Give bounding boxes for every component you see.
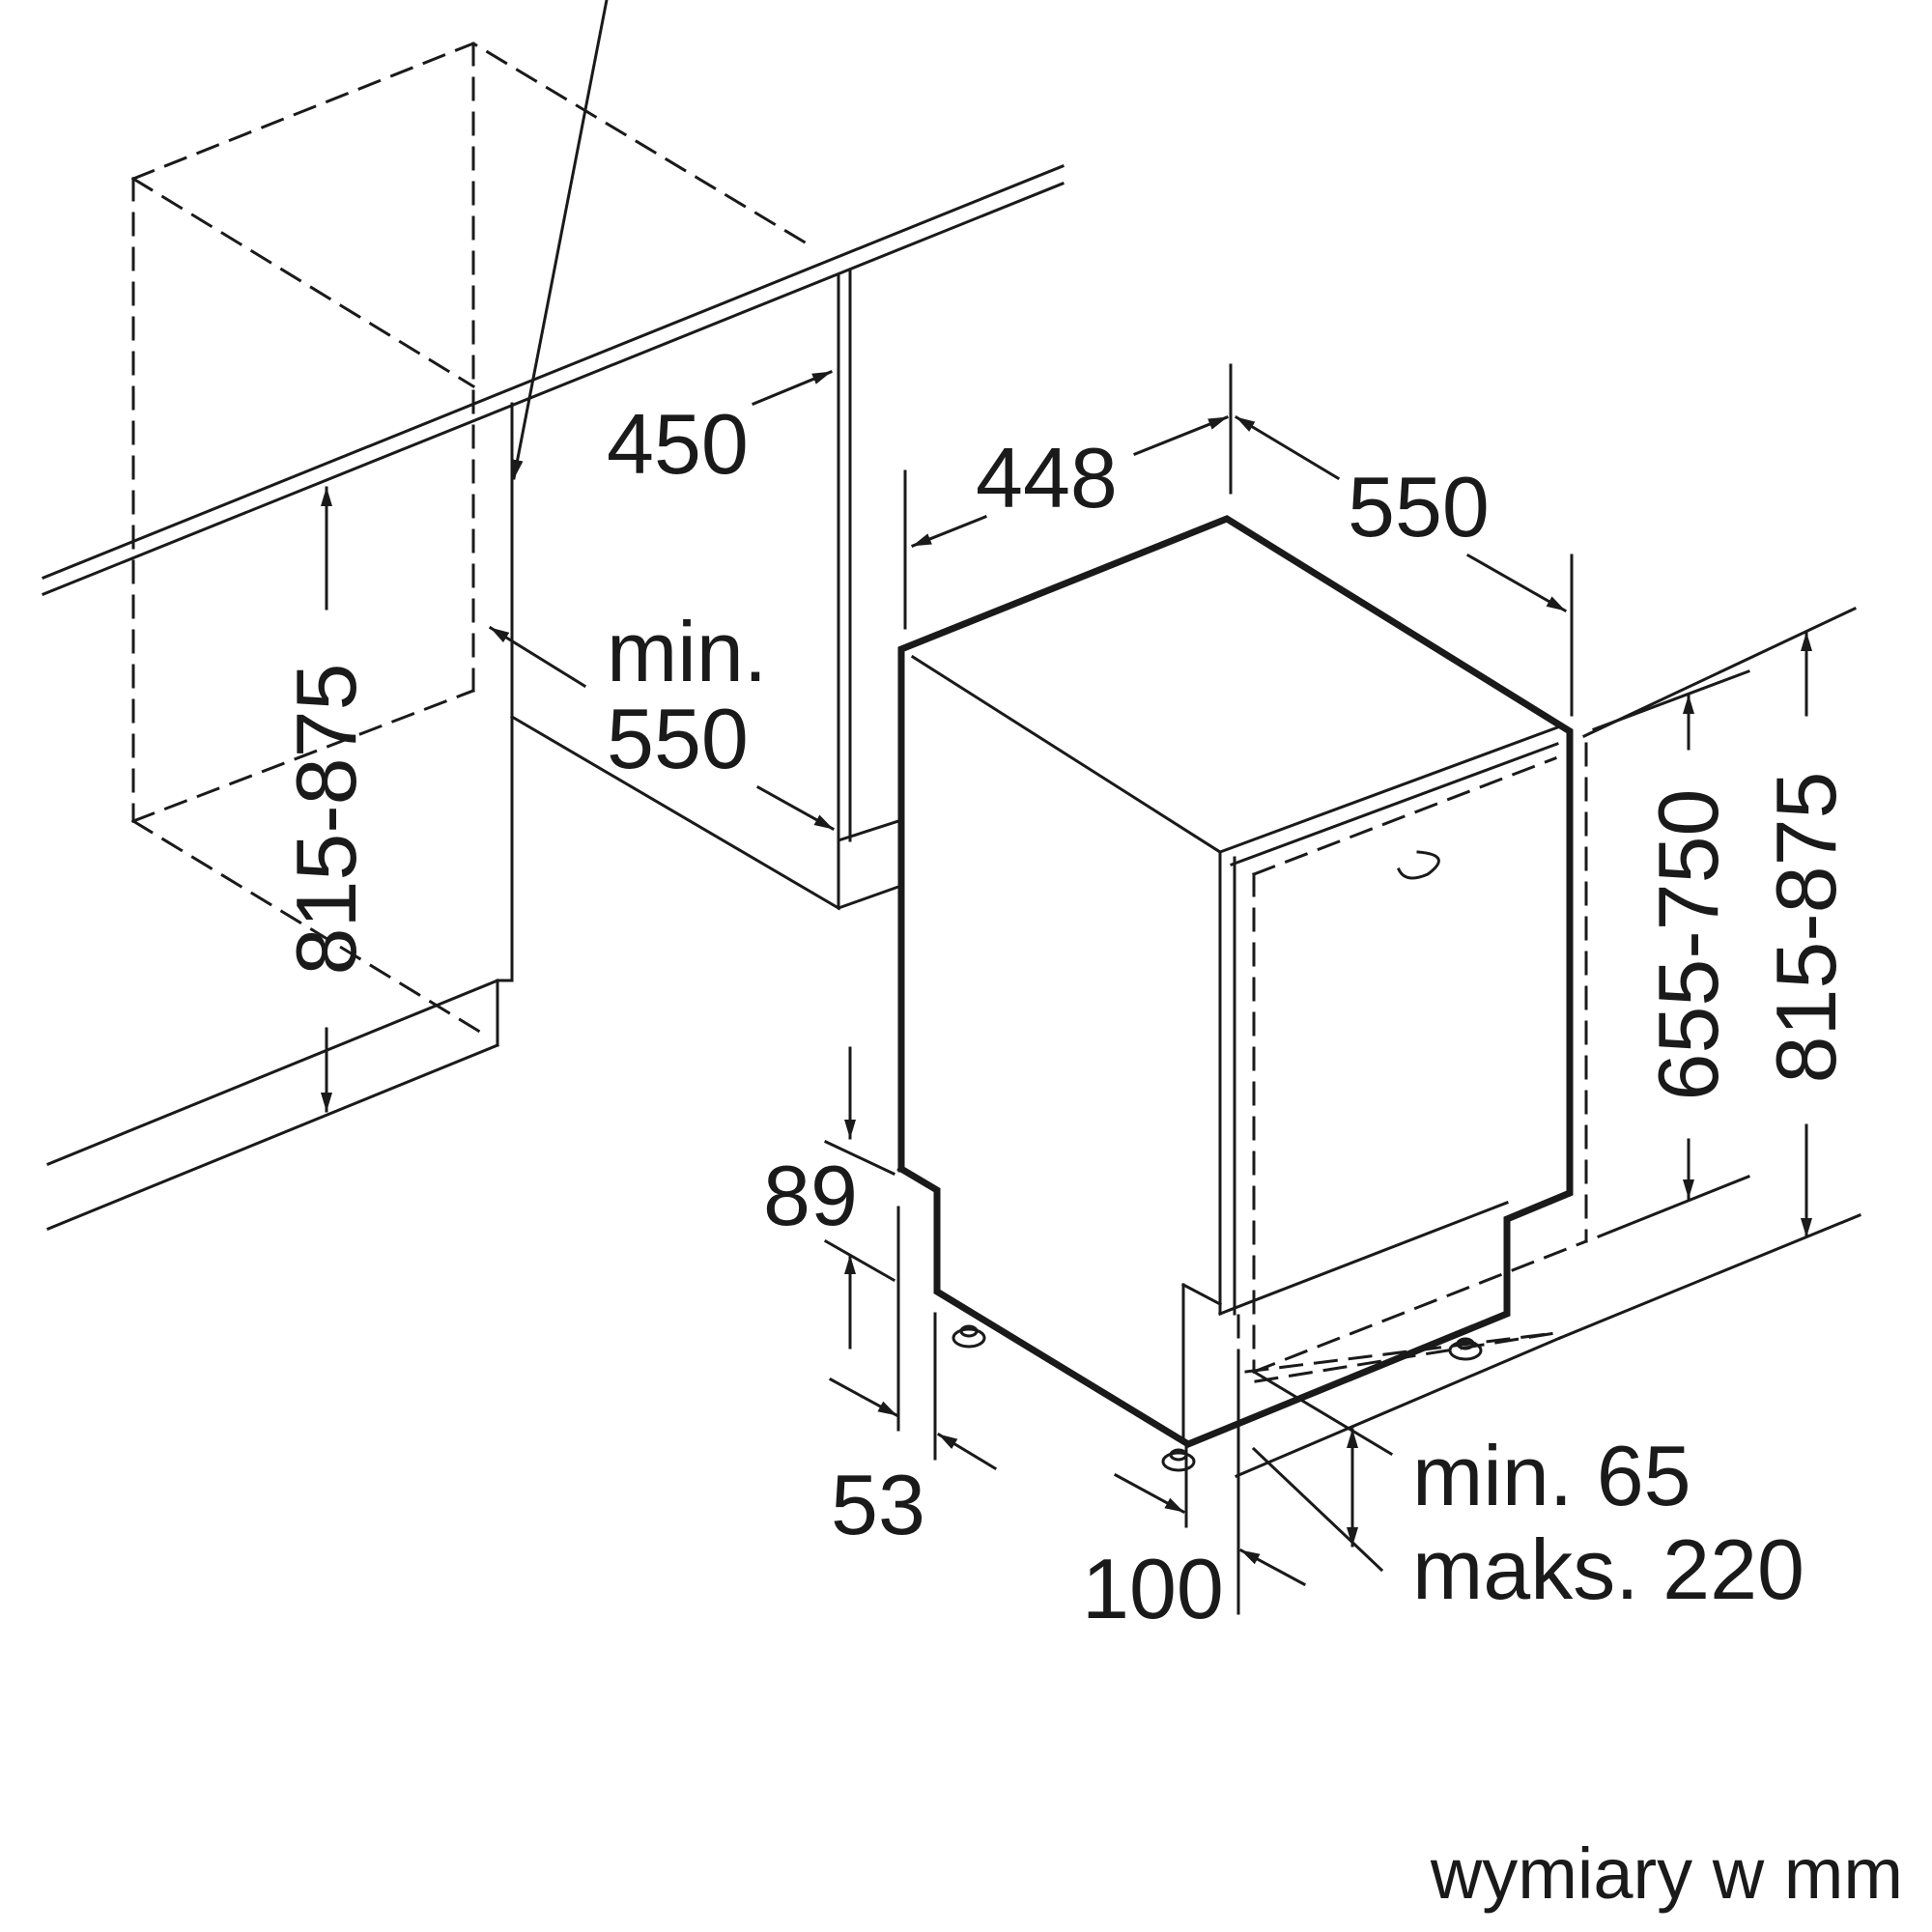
label-height-left: 815-875 [278,664,374,976]
label-width: 448 [976,430,1118,526]
dim-width [903,363,1233,630]
dim-cabinet-depth [511,0,833,480]
label-plinth-gap: 53 [831,1457,925,1552]
label-depth: 550 [1348,459,1490,554]
label-niche-depth-line1: min. [607,604,767,699]
niche-walls [496,269,900,1047]
worktop [42,164,1065,596]
upper-cabinet-outline [130,42,814,1037]
dim-plinth-range [1251,1369,1394,1573]
label-plinth-top: 89 [763,1148,858,1243]
dim-niche-depth [488,625,836,832]
dim-depth [1234,414,1574,717]
door-panel-outline [1236,742,1588,1374]
label-front-offset: 100 [1082,1541,1224,1636]
door-handle [1397,850,1440,880]
dishwasher-body [896,515,1574,1448]
dim-plinth-gap [828,1206,998,1471]
label-height-right: 815-875 [1758,772,1854,1084]
dim-front-offset [1113,1370,1307,1615]
label-door-height: 655-750 [1640,789,1736,1101]
label-plinth-max: maks. 220 [1412,1521,1804,1617]
label-cabinet-depth: 450 [607,396,749,492]
label-niche-depth-line2: 550 [607,691,749,786]
floor-left [46,979,499,1231]
units-note: wymiary w mm [1430,1833,1903,1914]
label-plinth-min: min. 65 [1412,1428,1691,1523]
dim-plinth-top [823,1046,896,1350]
